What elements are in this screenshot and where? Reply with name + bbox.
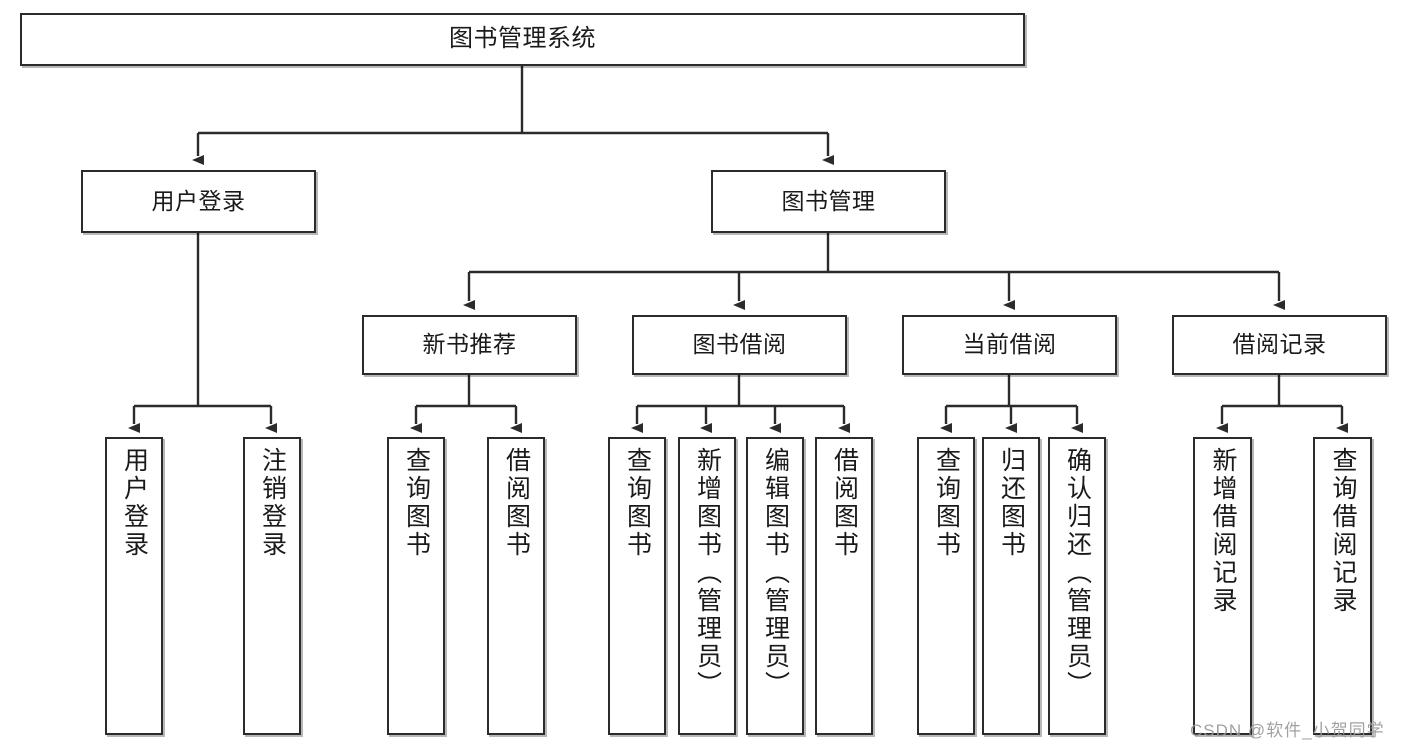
node-leaf-query-book-3[interactable]: 查询图书 — [917, 437, 975, 735]
node-leaf-return-book[interactable]: 归还图书 — [982, 437, 1040, 735]
node-label: 图书借阅 — [692, 331, 787, 358]
node-leaf-query-book-1[interactable]: 查询图书 — [387, 437, 445, 735]
node-leaf-add-book[interactable]: 新增图书（管理员） — [678, 437, 736, 735]
node-user-login[interactable]: 用户登录 — [81, 170, 316, 233]
node-label: 确认归还（管理员） — [1063, 447, 1092, 699]
node-leaf-add-record[interactable]: 新增借阅记录 — [1193, 437, 1252, 735]
node-label: 查询图书 — [932, 447, 961, 559]
node-label: 借阅记录 — [1232, 331, 1327, 358]
node-leaf-edit-book[interactable]: 编辑图书（管理员） — [746, 437, 804, 735]
node-label: 新增图书（管理员） — [693, 447, 722, 699]
node-label: 查询借阅记录 — [1329, 447, 1357, 615]
node-label: 用户登录 — [151, 187, 246, 214]
node-leaf-confirm-return[interactable]: 确认归还（管理员） — [1048, 437, 1106, 735]
node-new-book-recommend[interactable]: 新书推荐 — [362, 315, 577, 375]
watermark: CSDN @软件_小贺同学 — [1190, 721, 1385, 740]
node-label: 当前借阅 — [962, 331, 1057, 358]
node-label: 注销登录 — [258, 447, 287, 559]
node-book-borrow[interactable]: 图书借阅 — [632, 315, 847, 375]
node-label: 编辑图书（管理员） — [761, 447, 790, 699]
node-label: 用户登录 — [120, 447, 149, 559]
node-label: 借阅图书 — [502, 447, 531, 559]
node-book-management[interactable]: 图书管理 — [711, 170, 946, 233]
node-label: 图书管理系统 — [449, 25, 596, 53]
node-borrow-record[interactable]: 借阅记录 — [1172, 315, 1387, 375]
node-leaf-user-login[interactable]: 用户登录 — [105, 437, 163, 735]
node-label: 查询图书 — [402, 447, 431, 559]
node-leaf-query-record[interactable]: 查询借阅记录 — [1313, 437, 1372, 735]
node-label: 归还图书 — [997, 447, 1026, 559]
node-label: 查询图书 — [623, 447, 652, 559]
node-leaf-query-book-2[interactable]: 查询图书 — [608, 437, 666, 735]
node-label: 新书推荐 — [422, 331, 517, 358]
node-label: 新增借阅记录 — [1209, 447, 1237, 615]
node-leaf-logout[interactable]: 注销登录 — [243, 437, 301, 735]
node-leaf-borrow-book-2[interactable]: 借阅图书 — [815, 437, 873, 735]
node-leaf-borrow-book-1[interactable]: 借阅图书 — [487, 437, 545, 735]
node-label: 图书管理 — [781, 187, 876, 214]
node-root-system[interactable]: 图书管理系统 — [20, 13, 1025, 66]
node-label: 借阅图书 — [830, 447, 859, 559]
node-current-borrow[interactable]: 当前借阅 — [902, 315, 1117, 375]
